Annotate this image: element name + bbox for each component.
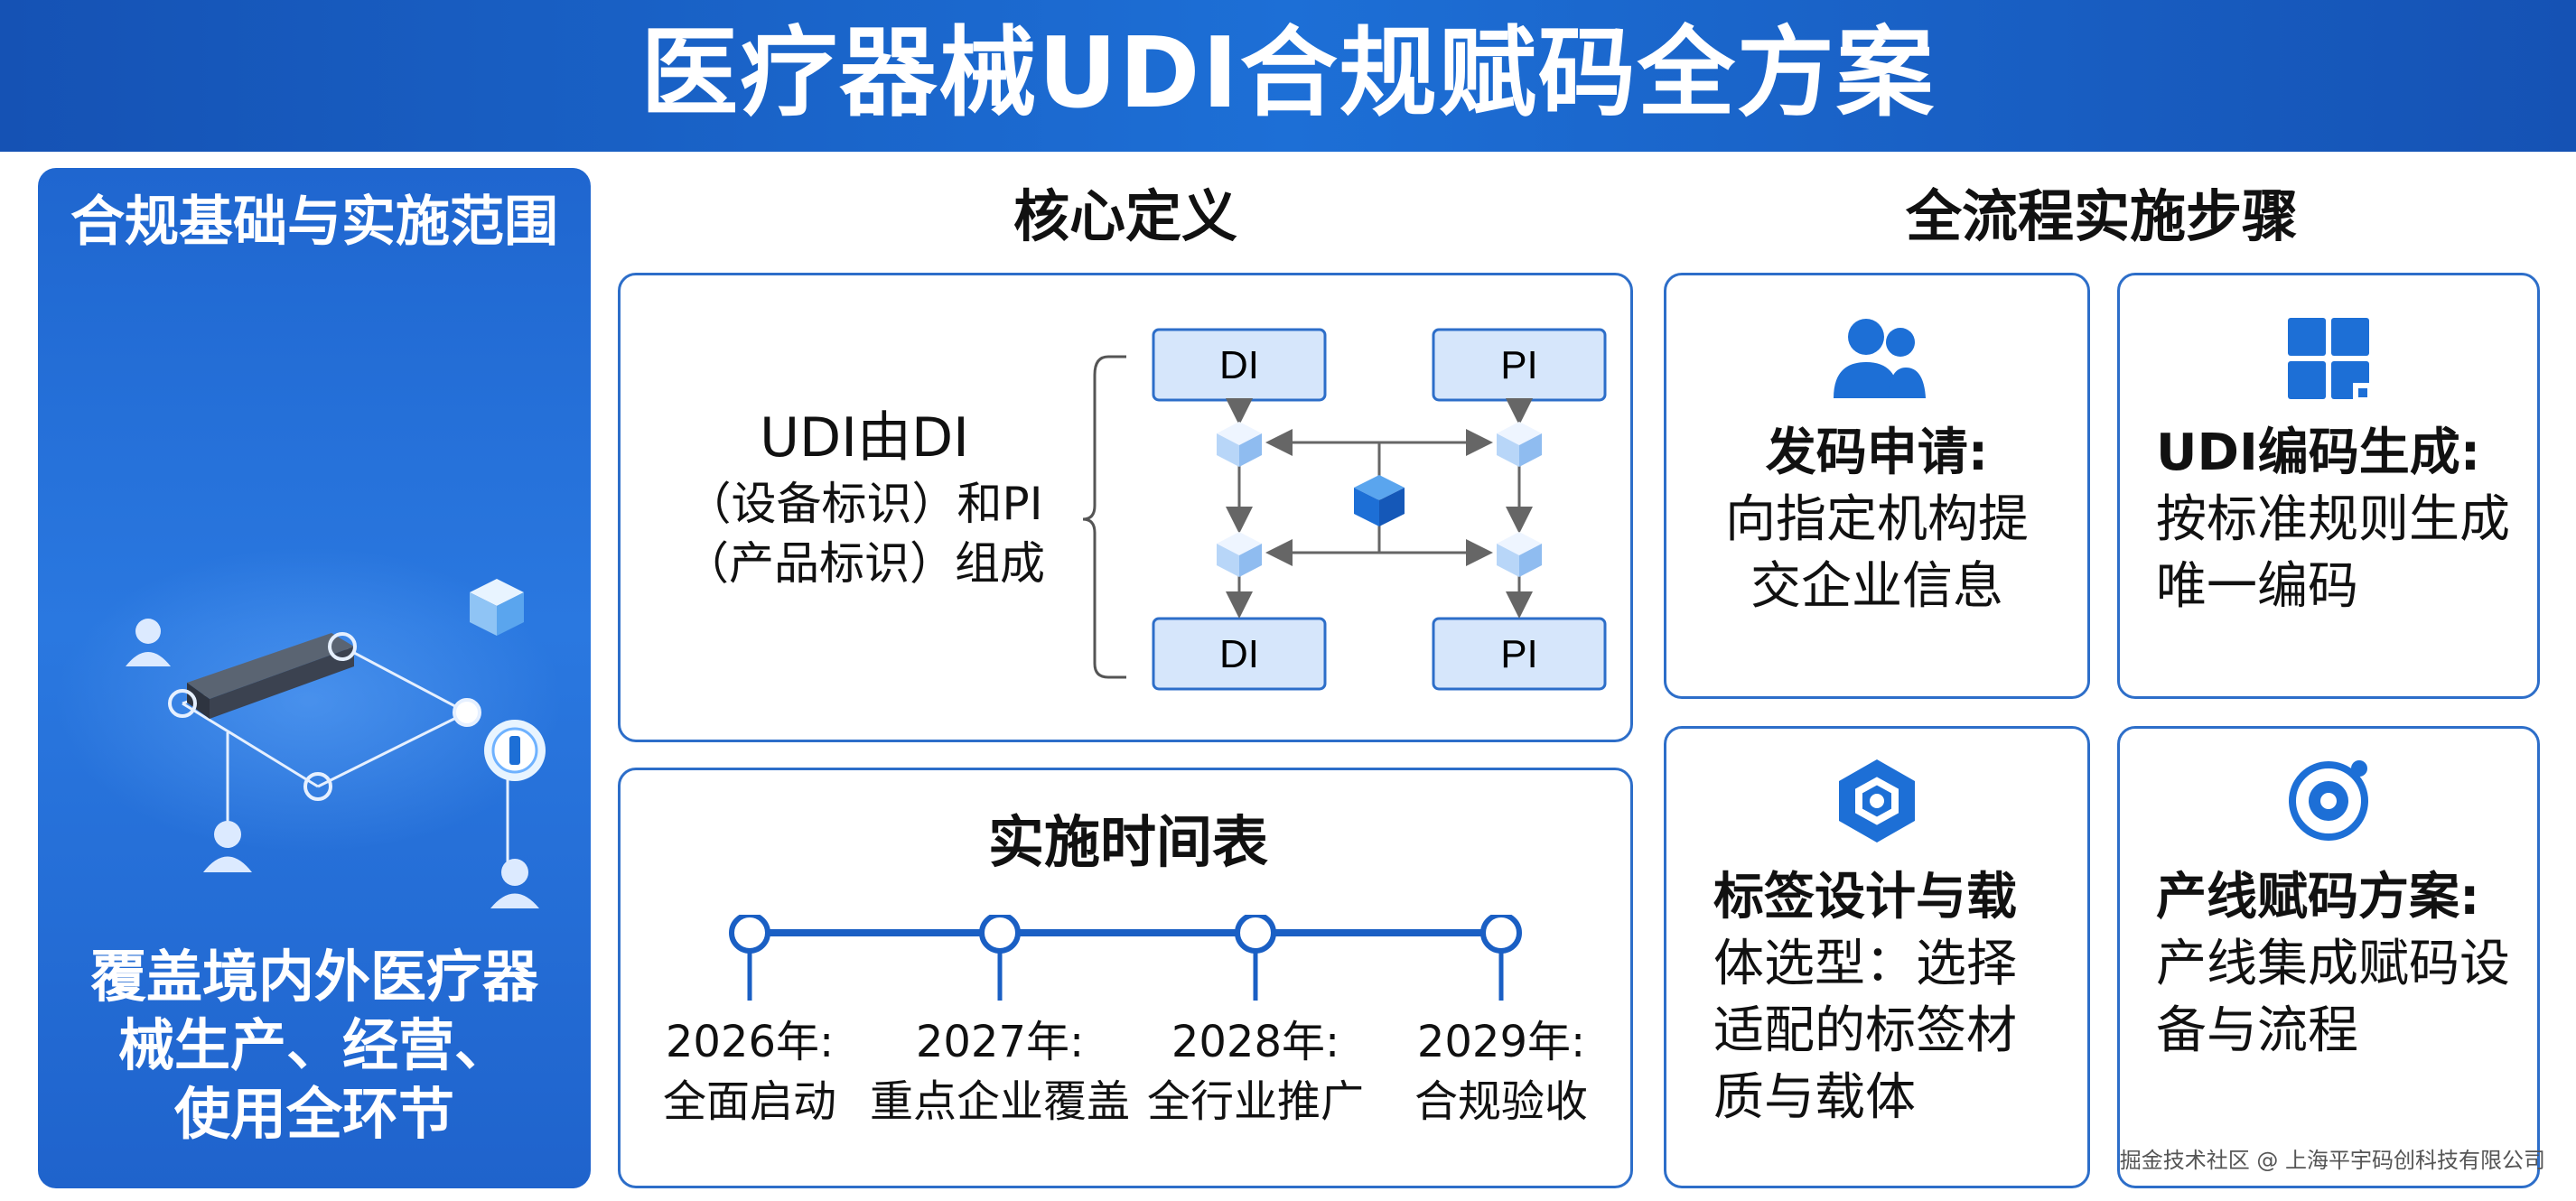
timeline-node [979, 915, 1021, 954]
cube-icon [1497, 532, 1542, 577]
timeline-year: 2029年: [1416, 1017, 1586, 1067]
svg-text:PI: PI [1500, 343, 1538, 387]
step-line: 体选型：选择 [1713, 935, 2017, 993]
scope-description: 覆盖境内外医疗器 械生产、经营、 使用全环节 [38, 943, 591, 1149]
step-heading: 发码申请: [1765, 424, 1989, 482]
step-line: 适配的标签材 [1713, 1001, 2017, 1060]
timeline-year: 2028年: [1171, 1017, 1340, 1067]
timeline-label: 全行业推广 [1146, 1076, 1364, 1127]
person-icon [203, 821, 252, 872]
step-card: 标签设计与载 体选型：选择 适配的标签材 质与载体 [1664, 726, 2090, 1188]
center-cube-icon [1354, 475, 1405, 526]
watermark: 掘金技术社区 @ 上海平宇码创科技有限公司 [2119, 1148, 2545, 1173]
scope-panel-title: 合规基础与实施范围 [70, 191, 558, 254]
cube-icon [470, 579, 524, 636]
udi-line: （设备标识）和PI [686, 478, 1043, 530]
shield-icon [484, 720, 546, 781]
svg-text:DI: DI [1219, 632, 1259, 676]
timeline-label: 全面启动 [662, 1076, 836, 1127]
step-card: 产线赋码方案: 产线集成赋码设 备与流程 [2117, 726, 2540, 1188]
timeline-year: 2027年: [915, 1017, 1085, 1067]
step-card: 发码申请: 向指定机构提 交企业信息 [1664, 273, 2090, 699]
network-illustration [56, 547, 562, 908]
grid-icon [2120, 316, 2537, 405]
person-icon [490, 859, 539, 908]
timeline-item: 2029年: 合规验收 [1375, 1012, 1628, 1131]
page-title: 医疗器械UDI合规赋码全方案 [640, 17, 1936, 130]
timeline-item: 2028年: 全行业推广 [1129, 1012, 1382, 1131]
step-text: 产线赋码方案: 产线集成赋码设 备与流程 [2156, 864, 2519, 1065]
cube-icon [1497, 422, 1542, 467]
timeline-track [729, 915, 1522, 1001]
udi-line: （产品标识）组成 [684, 537, 1045, 590]
cube-icon [1217, 532, 1262, 577]
svg-text:DI: DI [1219, 343, 1259, 387]
hexagon-icon [1666, 756, 2087, 850]
step-line: 按标准规则生成 [2156, 490, 2510, 549]
step-line: 唯一编码 [2156, 557, 2358, 616]
scope-panel: 合规基础与实施范围 [38, 168, 591, 1188]
core-definition-card: UDI由DI （设备标识）和PI （产品标识）组成 DI PI DI PI [618, 273, 1633, 742]
timeline-title: 实施时间表 [987, 809, 1268, 875]
scope-line: 械生产、经营、 [117, 1012, 510, 1078]
timeline-year: 2026年: [665, 1017, 835, 1067]
pi-box-bottom: PI [1432, 617, 1607, 691]
step-line: 备与流程 [2156, 1001, 2358, 1060]
step-line: 交企业信息 [1750, 557, 2003, 616]
timeline-item: 2026年: 全面启动 [623, 1012, 876, 1131]
timeline-card: 实施时间表 2026年: 全面启动 2027年: 重点企业覆盖 2028年: 全… [618, 768, 1633, 1188]
timeline-label: 重点企业覆盖 [869, 1076, 1130, 1127]
svg-text:PI: PI [1500, 632, 1538, 676]
step-heading: 产线赋码方案: [2156, 868, 2480, 926]
timeline-node [729, 915, 770, 954]
di-box-top: DI [1152, 328, 1327, 402]
udi-structure-diagram: DI PI DI PI [1082, 328, 1607, 691]
timeline-label: 合规验收 [1414, 1076, 1588, 1127]
timeline-node [1480, 915, 1522, 954]
scope-line: 使用全环节 [173, 1081, 454, 1147]
step-line: 向指定机构提 [1725, 490, 2029, 549]
timeline-node [1235, 915, 1276, 954]
step-text: 发码申请: 向指定机构提 交企业信息 [1675, 420, 2078, 620]
step-text: UDI编码生成: 按标准规则生成 唯一编码 [2156, 420, 2519, 620]
person-icon [126, 619, 171, 666]
users-icon [1666, 312, 2087, 405]
scanner-bar-icon [187, 633, 354, 719]
target-icon [2120, 756, 2537, 850]
step-line: 质与载体 [1713, 1068, 1916, 1127]
udi-line: UDI由DI [760, 406, 969, 470]
di-box-bottom: DI [1152, 617, 1327, 691]
steps-title: 全流程实施步骤 [1905, 183, 2298, 249]
pi-box-top: PI [1432, 328, 1607, 402]
core-definition-title: 核心定义 [1013, 183, 1237, 249]
scope-line: 覆盖境内外医疗器 [89, 944, 538, 1010]
step-card: UDI编码生成: 按标准规则生成 唯一编码 [2117, 273, 2540, 699]
step-heading: UDI编码生成: [2156, 424, 2481, 482]
udi-definition-text: UDI由DI （设备标识）和PI （产品标识）组成 [675, 402, 1054, 593]
step-text: 标签设计与载 体选型：选择 适配的标签材 质与载体 [1713, 864, 2069, 1131]
step-line: 产线集成赋码设 [2156, 935, 2510, 993]
header-banner: 医疗器械UDI合规赋码全方案 [0, 0, 2576, 152]
step-heading: 标签设计与载 [1713, 868, 2017, 926]
cube-icon [1217, 422, 1262, 467]
timeline-item: 2027年: 重点企业覆盖 [864, 1012, 1135, 1131]
